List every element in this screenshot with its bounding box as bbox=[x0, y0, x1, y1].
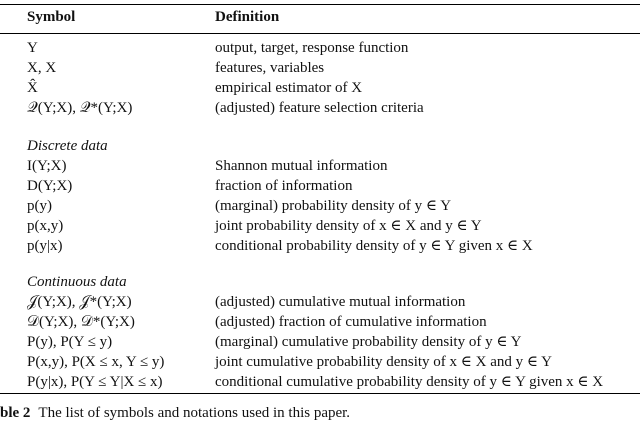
table-header-rule bbox=[0, 33, 640, 34]
symbol-cell: P(y), P(Y ≤ y) bbox=[27, 334, 113, 350]
caption-label: ble 2 bbox=[0, 405, 31, 421]
symbol-cell: p(y) bbox=[27, 198, 52, 214]
symbol-cell: Y bbox=[27, 40, 38, 56]
table-top-rule bbox=[0, 4, 640, 6]
symbol-cell: X̂ bbox=[27, 80, 38, 96]
definition-cell: conditional probability density of y ∈ Y… bbox=[215, 238, 533, 254]
caption-text: The list of symbols and notations used i… bbox=[38, 405, 351, 421]
header-symbol: Symbol bbox=[27, 9, 76, 25]
symbol-cell: D(Y;X) bbox=[27, 178, 73, 194]
definition-cell: Shannon mutual information bbox=[215, 158, 388, 174]
section-label: Discrete data bbox=[27, 138, 108, 154]
definition-cell: (adjusted) fraction of cumulative inform… bbox=[215, 314, 487, 330]
definition-cell: joint probability density of x ∈ X and y… bbox=[215, 218, 482, 234]
table-row: 𝒬(Y;X), 𝒬*(Y;X) (adjusted) feature selec… bbox=[0, 98, 640, 118]
symbol-cell: P(x,y), P(X ≤ x, Y ≤ y) bbox=[27, 354, 165, 370]
table-row: p(y|x) conditional probability density o… bbox=[0, 236, 640, 256]
table-row: 𝒥(Y;X), 𝒥*(Y;X) (adjusted) cumulative mu… bbox=[0, 292, 640, 312]
definition-cell: conditional cumulative probability densi… bbox=[215, 374, 604, 390]
definition-cell: (adjusted) feature selection criteria bbox=[215, 100, 424, 116]
definition-cell: (marginal) probability density of y ∈ Y bbox=[215, 198, 452, 214]
section-heading-discrete: Discrete data bbox=[0, 136, 640, 156]
symbol-cell: 𝒥(Y;X), 𝒥*(Y;X) bbox=[27, 294, 132, 310]
table-row: P(x,y), P(X ≤ x, Y ≤ y) joint cumulative… bbox=[0, 352, 640, 372]
definition-cell: output, target, response function bbox=[215, 40, 409, 56]
symbol-cell: 𝒬(Y;X), 𝒬*(Y;X) bbox=[27, 100, 133, 116]
header-definition: Definition bbox=[215, 9, 280, 25]
symbol-cell: 𝒟(Y;X), 𝒟*(Y;X) bbox=[27, 314, 135, 330]
symbol-cell: p(x,y) bbox=[27, 218, 64, 234]
definition-cell: features, variables bbox=[215, 60, 325, 76]
symbol-cell: p(y|x) bbox=[27, 238, 63, 254]
definition-cell: fraction of information bbox=[215, 178, 353, 194]
definition-cell: joint cumulative probability density of … bbox=[215, 354, 553, 370]
definition-cell: empirical estimator of X bbox=[215, 80, 363, 96]
section-label: Continuous data bbox=[27, 274, 127, 290]
table-row: X, X features, variables bbox=[0, 58, 640, 78]
table-caption: ble 2 The list of symbols and notations u… bbox=[0, 404, 350, 422]
table-row: X̂ empirical estimator of X bbox=[0, 78, 640, 98]
table-row: I(Y;X) Shannon mutual information bbox=[0, 156, 640, 176]
definition-cell: (marginal) cumulative probability densit… bbox=[215, 334, 522, 350]
table-row: 𝒟(Y;X), 𝒟*(Y;X) (adjusted) fraction of c… bbox=[0, 312, 640, 332]
table-row: D(Y;X) fraction of information bbox=[0, 176, 640, 196]
symbol-cell: X, X bbox=[27, 60, 57, 76]
table-header-row: Symbol Definition bbox=[0, 7, 640, 27]
table-row: p(x,y) joint probability density of x ∈ … bbox=[0, 216, 640, 236]
table-row: P(y), P(Y ≤ y) (marginal) cumulative pro… bbox=[0, 332, 640, 352]
table-bottom-rule bbox=[0, 393, 640, 395]
symbol-cell: P(y|x), P(Y ≤ Y|X ≤ x) bbox=[27, 374, 163, 390]
section-heading-continuous: Continuous data bbox=[0, 272, 640, 292]
symbol-cell: I(Y;X) bbox=[27, 158, 67, 174]
definition-cell: (adjusted) cumulative mutual information bbox=[215, 294, 466, 310]
table-row: P(y|x), P(Y ≤ Y|X ≤ x) conditional cumul… bbox=[0, 372, 640, 392]
table-row: p(y) (marginal) probability density of y… bbox=[0, 196, 640, 216]
table-row: Y output, target, response function bbox=[0, 38, 640, 58]
